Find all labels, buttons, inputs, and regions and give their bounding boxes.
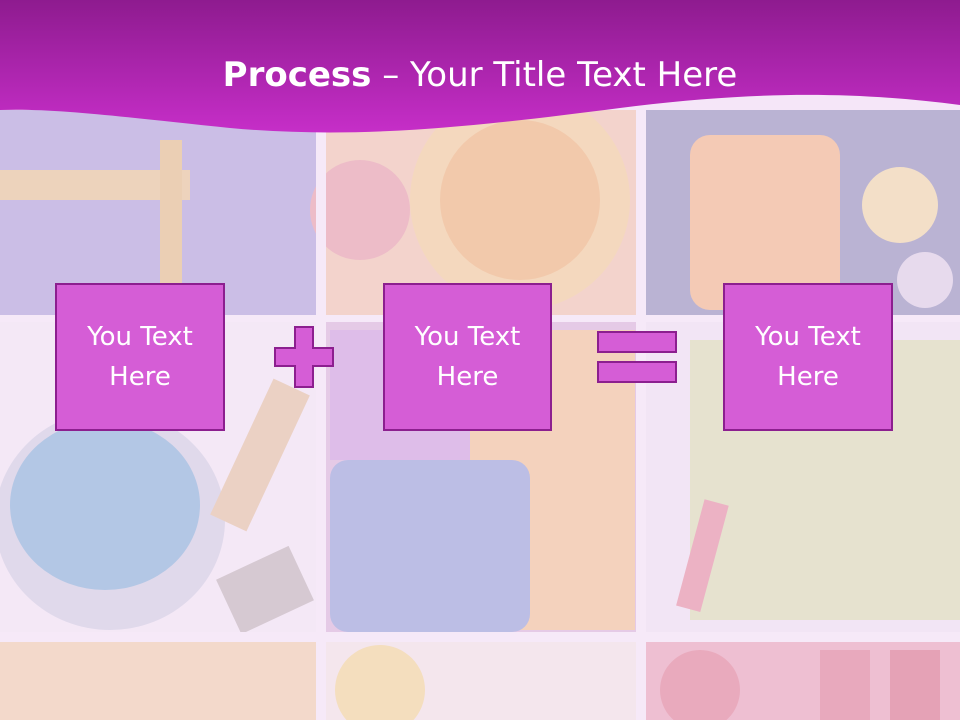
slide-title: Process – Your Title Text Here [0,50,960,100]
text-box-3[interactable]: You Text Here [723,283,893,431]
text-box-1[interactable]: You Text Here [55,283,225,431]
title-bold-text: Process [222,55,372,95]
title-banner [0,0,960,133]
title-text: Your Title Text Here [410,55,738,95]
equals-icon [597,331,677,383]
text-box-3-label: You Text Here [755,322,861,392]
text-box-2[interactable]: You Text Here [383,283,552,431]
title-separator: – [371,55,411,95]
text-box-1-label: You Text Here [87,322,193,392]
text-box-2-label: You Text Here [414,322,521,392]
plus-icon [274,326,334,388]
